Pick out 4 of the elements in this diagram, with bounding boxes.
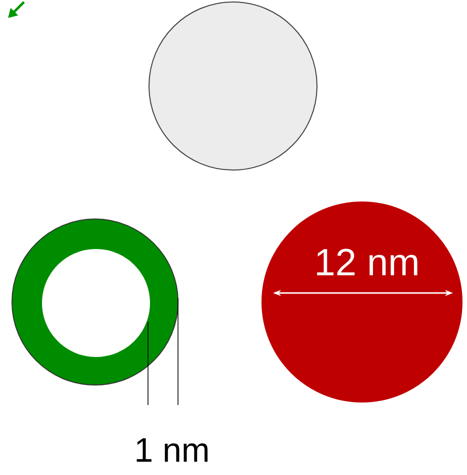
circle	[148, 2, 318, 170]
dimension-label: 1 nm	[136, 438, 208, 462]
ring	[12, 218, 178, 386]
disc: 12 nm	[262, 202, 462, 402]
